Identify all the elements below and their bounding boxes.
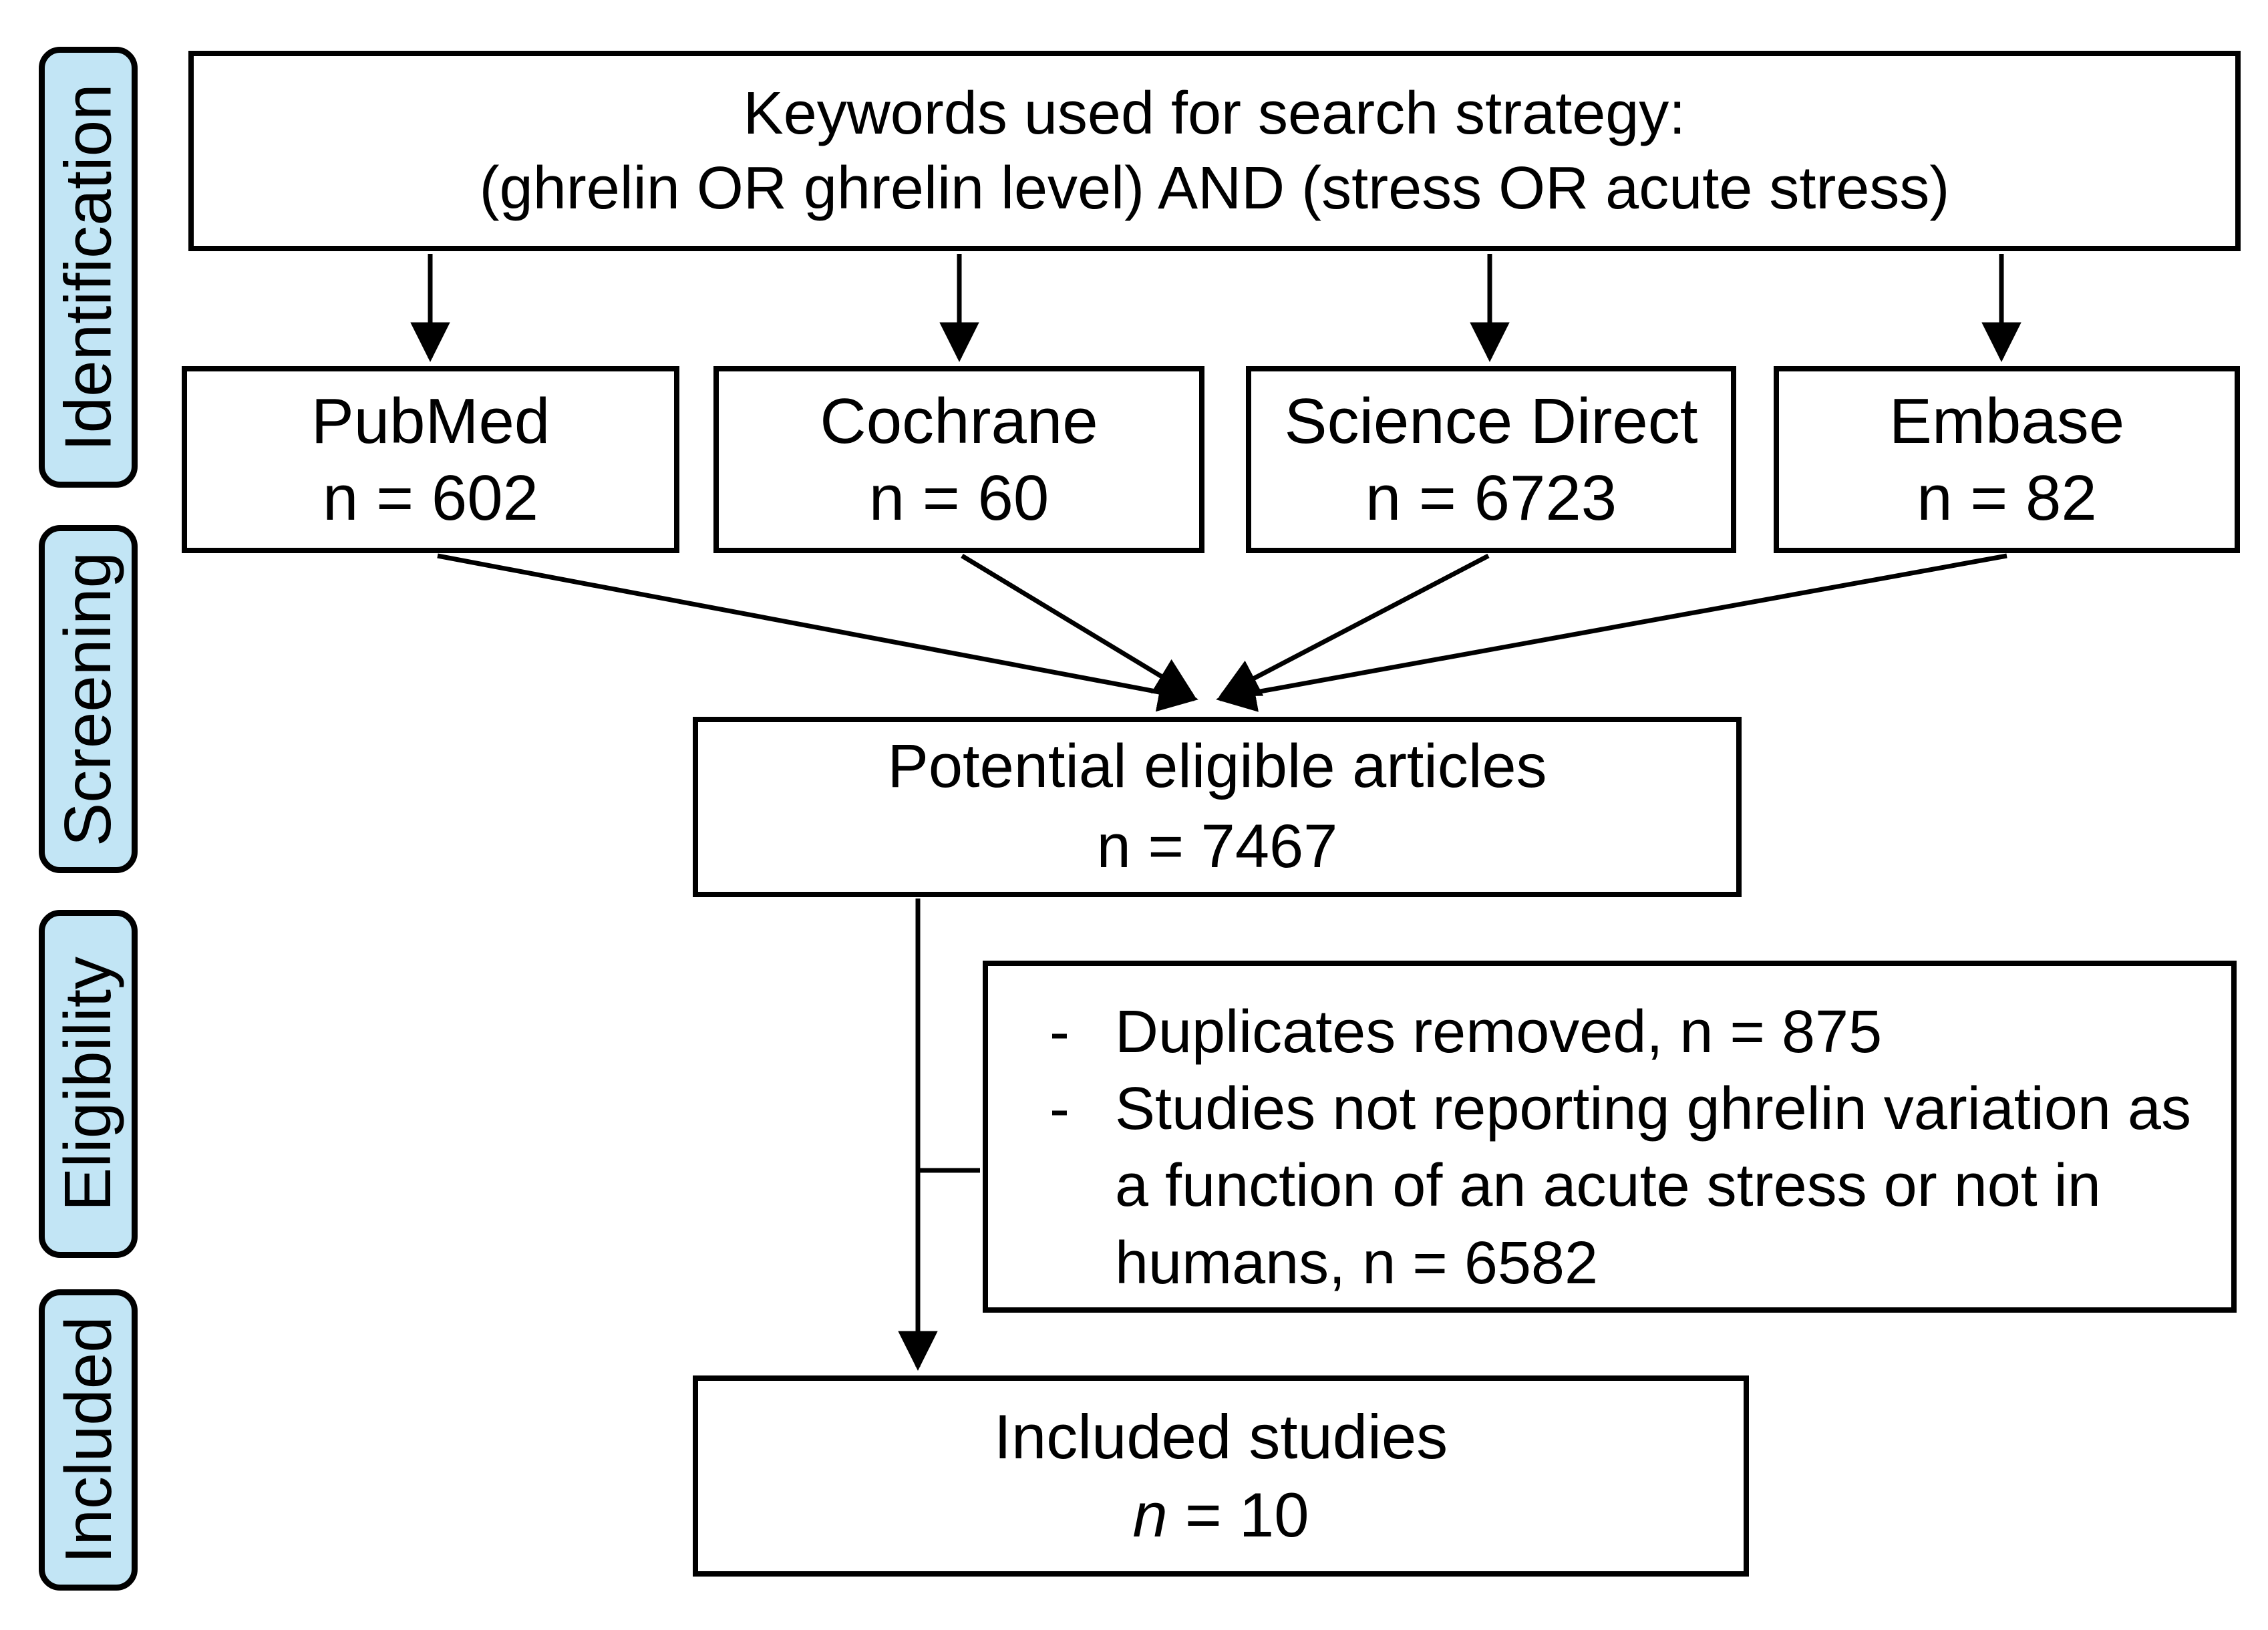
arrow-sciencedirect-to-potential [1219, 553, 1490, 697]
source-count: n = 60 [868, 462, 1049, 534]
sidebar-stage-label: Identification [51, 83, 125, 452]
source-name: Embase [1889, 385, 2125, 457]
potential-title: Potential eligible articles [887, 732, 1547, 801]
bullet-dash: - [1049, 1076, 1070, 1143]
included-count: n = 10 [1133, 1476, 1309, 1555]
source-count: n = 82 [1917, 462, 2097, 534]
sidebar-stage-label: Eligibility [51, 956, 125, 1212]
exclusion-item: - Duplicates removed, n = 875 [1021, 994, 2215, 1071]
sidebar-stage-label: Included [51, 1316, 125, 1564]
sidebar-stage-screening: Screening [39, 525, 138, 873]
included-title: Included studies [993, 1401, 1448, 1472]
arrow-pubmed-to-potential [437, 553, 1198, 712]
arrow-cochrane-to-potential [961, 554, 1196, 697]
included-count-n: n [1132, 1479, 1168, 1550]
potential-count: n = 7467 [1096, 812, 1338, 880]
sidebar-stage-eligibility: Eligibility [39, 910, 138, 1258]
exclusion-text: Studies not reporting ghrelin variation … [1115, 1076, 2191, 1297]
included-count-value: = 10 [1167, 1479, 1309, 1550]
source-name: PubMed [311, 385, 550, 457]
source-name: Science Direct [1284, 385, 1698, 457]
sidebar-stage-identification: Identification [39, 47, 138, 488]
source-box-cochrane: Cochrane n = 60 [713, 366, 1204, 553]
potential-eligible-box: Potential eligible articles n = 7467 [693, 717, 1742, 897]
source-name: Cochrane [820, 385, 1098, 457]
source-count: n = 6723 [1365, 462, 1617, 534]
sidebar-stage-included: Included [39, 1289, 138, 1591]
included-studies-box: Included studies n = 10 [693, 1375, 1749, 1577]
arrow-embase-to-potential [1216, 553, 2007, 712]
bullet-dash: - [1049, 999, 1070, 1066]
exclusion-text: Duplicates removed, n = 875 [1115, 999, 1883, 1066]
keywords-line1: Keywords used for search strategy: [743, 79, 1686, 147]
source-box-embase: Embase n = 82 [1774, 366, 2240, 553]
source-box-science-direct: Science Direct n = 6723 [1246, 366, 1736, 553]
exclusion-item: - Studies not reporting ghrelin variatio… [1021, 1071, 2215, 1302]
source-box-pubmed: PubMed n = 602 [182, 366, 679, 553]
keywords-box: Keywords used for search strategy: (ghre… [188, 51, 2241, 251]
sidebar-stage-label: Screening [51, 551, 125, 847]
keywords-line2: (ghrelin OR ghrelin level) AND (stress O… [479, 155, 1950, 222]
source-count: n = 602 [323, 462, 538, 534]
exclusion-box: - Duplicates removed, n = 875 - Studies … [983, 961, 2237, 1313]
